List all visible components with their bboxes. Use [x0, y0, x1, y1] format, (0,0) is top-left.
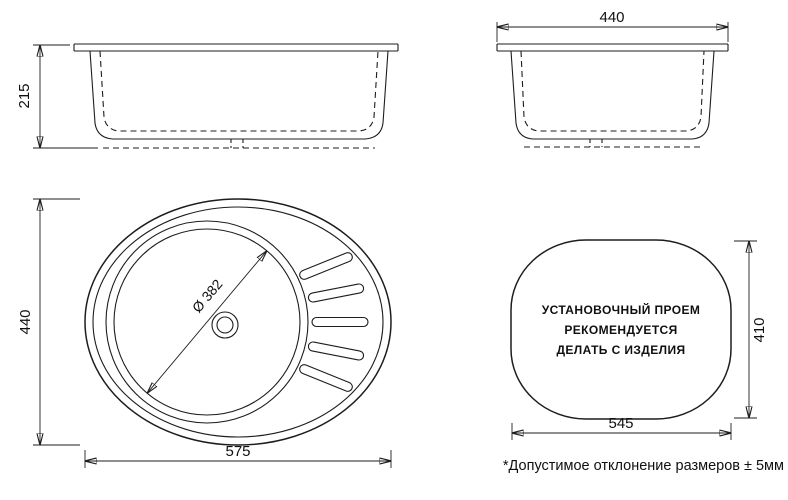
- front-height-label: 215: [16, 83, 33, 108]
- cutout-height-dimension: 410: [734, 241, 768, 418]
- side-bowl-outer-wall: [510, 50, 715, 140]
- drain-outer-circle: [211, 311, 239, 339]
- cutout-text-line1: УСТАНОВОЧНЫЙ ПРОЕМ: [542, 302, 701, 317]
- side-width-dimension: 440: [497, 9, 728, 42]
- cutout-view: УСТАНОВОЧНЫЙ ПРОЕМ РЕКОМЕНДУЕТСЯ ДЕЛАТЬ …: [510, 239, 768, 440]
- drainer-groove: [307, 283, 365, 303]
- plan-rim-inner-edge: [92, 206, 384, 438]
- plan-width-label: 575: [225, 443, 250, 460]
- side-width-label: 440: [599, 9, 624, 26]
- bowl-diameter-dimension: Ø 382: [147, 251, 267, 393]
- plan-outer-edge: [84, 198, 392, 446]
- drainer-groove: [311, 316, 369, 328]
- plan-height-label: 440: [17, 309, 34, 334]
- front-view-rim: [73, 43, 399, 52]
- side-bowl-inner-wall: [520, 50, 705, 132]
- bowl-diameter-label: Ø 382: [189, 276, 226, 316]
- bowl-inner-circle: [113, 228, 301, 416]
- cutout-outline: [510, 239, 732, 420]
- side-view: 440: [496, 9, 729, 148]
- front-view: 215: [16, 43, 399, 149]
- bowl-outer-circle: [105, 220, 309, 424]
- drainer-groove: [299, 252, 353, 280]
- cutout-height-label: 410: [751, 317, 768, 342]
- front-bowl-inner-wall: [99, 50, 379, 132]
- plan-height-dimension: 440: [17, 199, 80, 445]
- cutout-width-label: 545: [608, 415, 633, 432]
- front-height-dimension: 215: [16, 45, 98, 148]
- plan-width-dimension: 575: [85, 443, 391, 468]
- plan-view: Ø 382 440 575: [17, 198, 392, 468]
- drainer-grooves: [299, 252, 369, 392]
- tolerance-footnote: *Допустимое отклонение размеров ± 5мм: [503, 458, 784, 474]
- drainer-groove: [307, 341, 365, 361]
- cutout-width-dimension: 545: [512, 415, 731, 440]
- drainer-groove: [299, 364, 353, 392]
- cutout-text-line2: РЕКОМЕНДУЕТСЯ: [564, 323, 677, 337]
- cutout-text-line3: ДЕЛАТЬ С ИЗДЕЛИЯ: [556, 343, 685, 357]
- front-bowl-outer-wall: [89, 50, 389, 140]
- drain-inner-circle: [216, 316, 234, 334]
- side-view-rim: [496, 43, 729, 52]
